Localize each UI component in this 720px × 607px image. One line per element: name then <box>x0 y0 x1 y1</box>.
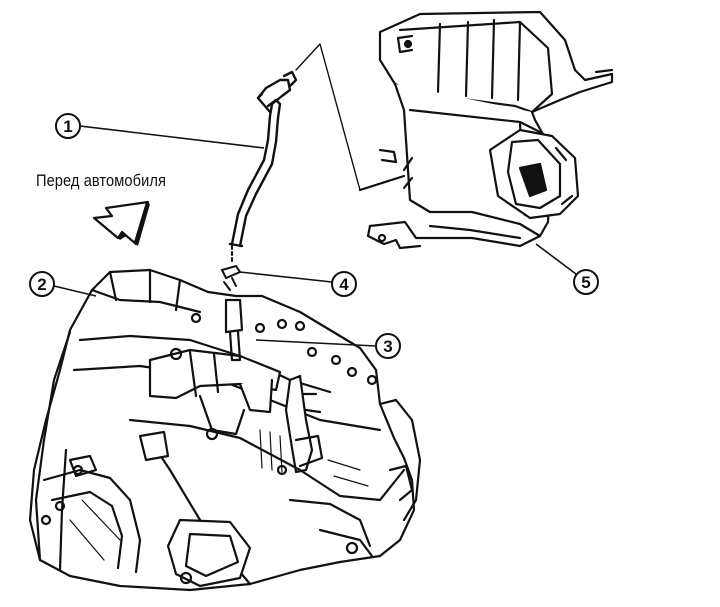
air-filter-housing <box>358 10 614 250</box>
svg-text:3: 3 <box>383 337 392 356</box>
hose-clip <box>220 245 242 291</box>
callout-4: 4 <box>239 271 357 297</box>
transaxle-housing <box>28 268 422 592</box>
front-direction-arrow-icon <box>92 200 150 246</box>
svg-text:1: 1 <box>63 117 72 136</box>
callout-3: 3 <box>255 333 401 359</box>
front-of-vehicle-caption: Перед автомобиля <box>36 171 166 190</box>
breather-hose <box>228 43 361 248</box>
callout-1: 1 <box>55 113 265 149</box>
callout-2: 2 <box>29 271 97 297</box>
callout-5: 5 <box>535 243 599 295</box>
svg-text:2: 2 <box>37 275 46 294</box>
svg-text:5: 5 <box>581 273 590 292</box>
svg-text:4: 4 <box>339 275 349 294</box>
